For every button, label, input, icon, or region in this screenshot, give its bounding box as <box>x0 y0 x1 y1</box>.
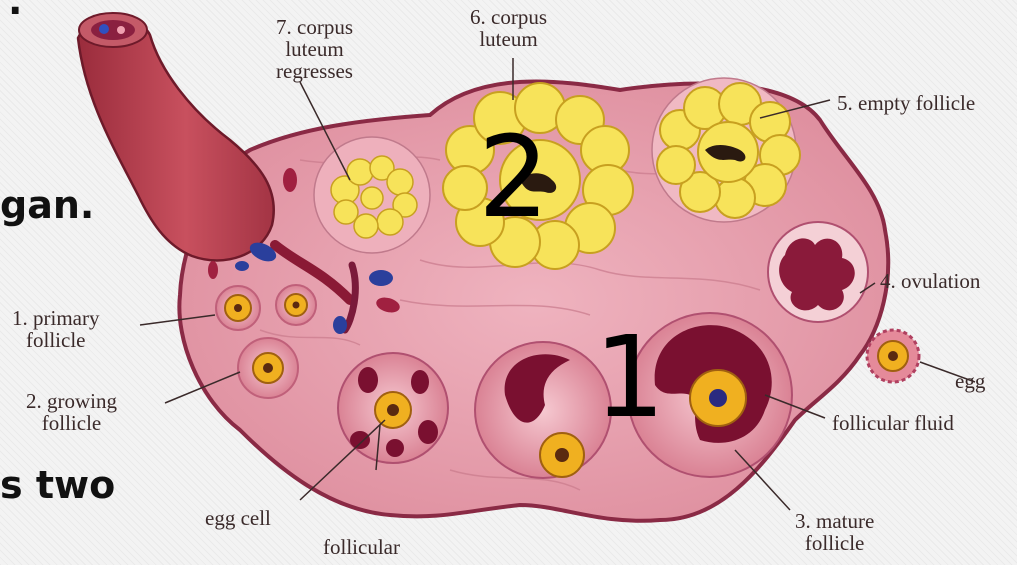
label-empty-follicle: 5. empty follicle <box>837 92 975 114</box>
label-follicular: follicular <box>323 536 400 558</box>
released-egg <box>867 330 919 382</box>
annotation-number-2: 2 <box>478 122 549 234</box>
growing-follicle <box>238 338 298 398</box>
label-corpus-luteum-regresses: 7. corpus luteum regresses <box>276 16 353 82</box>
label-mature-follicle: 3. mature follicle <box>795 510 874 554</box>
label-corpus-luteum: 6. corpus luteum <box>470 6 547 50</box>
label-primary-follicle: 1. primary follicle <box>12 307 99 351</box>
antral-follicle <box>475 342 611 478</box>
ovulation-site <box>768 222 868 322</box>
label-ovulation: 4. ovulation <box>880 270 980 292</box>
label-egg: egg <box>955 370 985 392</box>
label-follicular-fluid: follicular fluid <box>832 412 954 434</box>
annotation-number-1: 1 <box>594 322 665 434</box>
developing-follicle <box>338 353 448 463</box>
fallopian-tube <box>78 19 274 261</box>
label-growing-follicle: 2. growing follicle <box>26 390 117 434</box>
corpus-luteum-regresses <box>314 137 430 253</box>
label-egg-cell: egg cell <box>205 507 271 529</box>
